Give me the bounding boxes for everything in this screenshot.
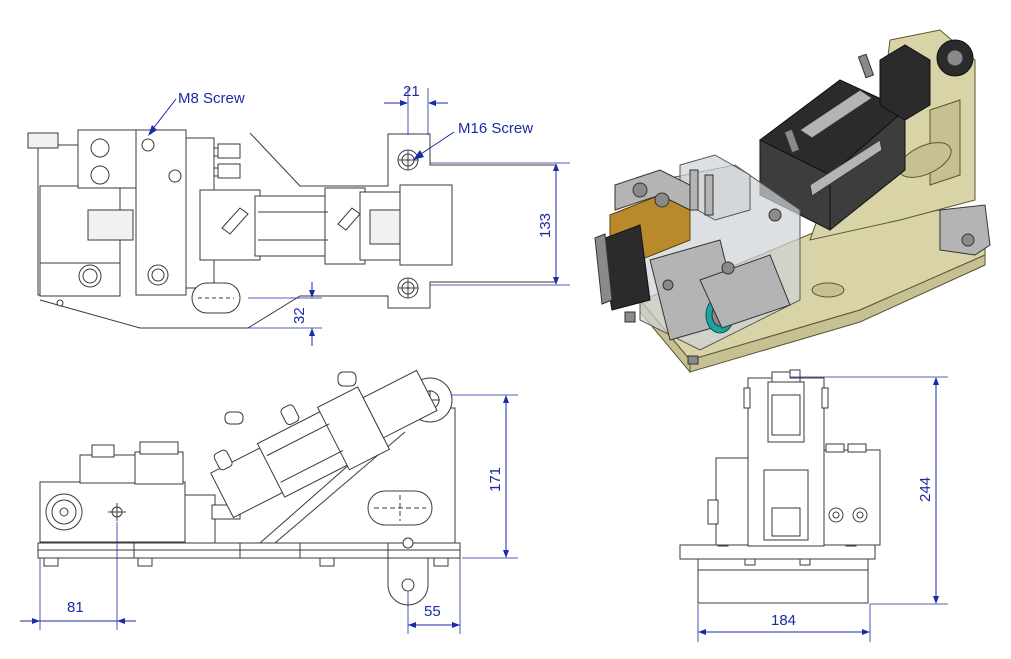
m8-screw-callout: M8 Screw	[148, 90, 245, 136]
dim-184-label: 184	[771, 612, 796, 629]
dim-21: 21	[384, 83, 448, 135]
m8-screw-label: M8 Screw	[178, 90, 245, 107]
dim-81-label: 81	[67, 599, 84, 616]
end-view	[679, 369, 881, 604]
dim-21-label: 21	[403, 83, 420, 100]
dim-32: 32	[248, 282, 322, 346]
top-view	[27, 129, 555, 329]
isometric-view	[594, 29, 991, 374]
dim-81: 81	[20, 522, 136, 630]
dim-133: 133	[430, 162, 570, 286]
dim-171: 171	[452, 394, 518, 559]
dim-133-label: 133	[537, 213, 554, 238]
dim-244-label: 244	[917, 477, 934, 502]
dim-184: 184	[697, 604, 871, 642]
dim-171-label: 171	[487, 467, 504, 492]
side-view	[37, 369, 461, 606]
dim-55-label: 55	[424, 603, 441, 620]
m16-screw-label: M16 Screw	[458, 120, 533, 137]
m8-screw-hole	[141, 138, 155, 152]
m16-screw-callout: M16 Screw	[413, 120, 533, 160]
dim-32-label: 32	[291, 307, 308, 324]
dim-244: 244	[790, 376, 948, 605]
dim-55: 55	[407, 558, 461, 634]
